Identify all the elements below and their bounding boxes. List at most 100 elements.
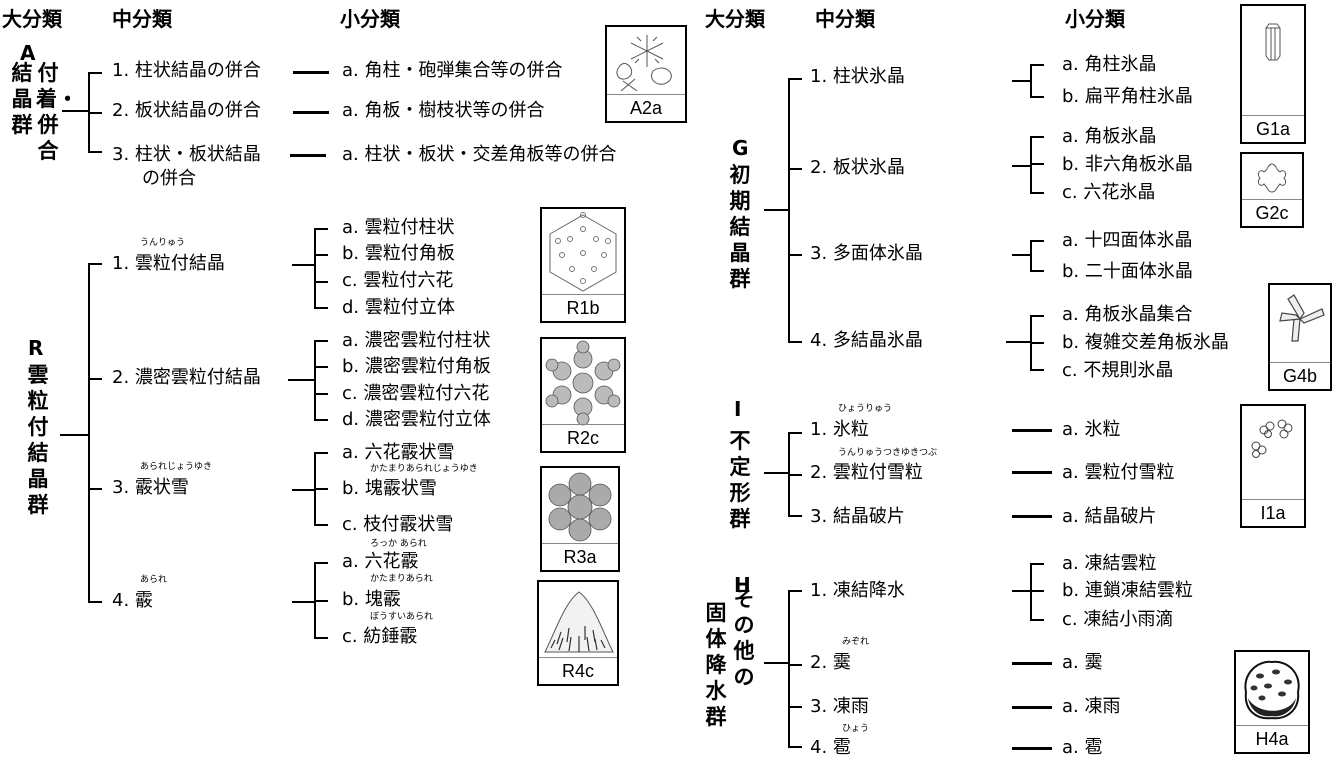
thumb-r4c-label: R4c	[539, 657, 617, 684]
r3-minor-a: a. 六花霰状雪	[342, 442, 455, 463]
r4-minor-c: c. 紡錘霰	[342, 626, 418, 647]
h-line-2	[1012, 662, 1052, 665]
group-a-middle-2: 2. 板状結晶の併合	[112, 100, 261, 121]
group-r-stem	[60, 434, 90, 436]
r1-tick	[314, 281, 328, 283]
group-i-tick-1	[788, 432, 802, 434]
group-r-tick-3	[88, 488, 102, 490]
thumb-r4c: R4c	[537, 580, 619, 686]
group-g-middle-3: 3. 多面体氷晶	[810, 243, 923, 264]
densely-rimed-dendrite-icon	[545, 340, 621, 426]
group-a-stem	[62, 110, 88, 112]
group-a-minor-3: a. 柱状・板状・交差角板等の併合	[342, 144, 617, 165]
r2-minor-b: b. 濃密雲粒付角板	[342, 356, 491, 377]
ruby-mizore: みぞれ	[842, 637, 870, 647]
r2-minor-a: a. 濃密雲粒付柱状	[342, 330, 491, 351]
r2-tick	[314, 393, 328, 395]
group-r-middle-2: 2. 濃密雲粒付結晶	[112, 367, 261, 388]
i-minor-2: a. 雲粒付雪粒	[1062, 462, 1175, 483]
i-minor-1: a. 氷粒	[1062, 419, 1121, 440]
h1-minor-b: b. 連鎖凍結雲粒	[1062, 580, 1193, 601]
group-r-middle-1: 1. 雲粒付結晶	[112, 253, 225, 274]
crossed-plates-icon	[1279, 294, 1325, 342]
graupel-like-dendrite-icon	[548, 472, 612, 542]
h1-tick	[1030, 563, 1044, 565]
header-minor-left: 小分類	[340, 7, 400, 31]
group-g-tick-1	[788, 78, 802, 80]
g4-minor-c: c. 不規則氷晶	[1062, 360, 1174, 381]
g2-minor-b: b. 非六角板氷晶	[1062, 154, 1193, 175]
r3-tick	[314, 488, 328, 490]
g1-tick	[1030, 96, 1044, 98]
thumb-r1b: R1b	[540, 207, 626, 323]
group-a-tick-1	[88, 72, 102, 74]
group-h-tick-2	[788, 664, 802, 666]
g1-minor-b: b. 扁平角柱氷晶	[1062, 86, 1193, 107]
g4-stem	[1006, 341, 1032, 343]
r4-minor-b: b. 塊霰	[342, 589, 401, 610]
r4-stem	[292, 601, 316, 603]
g4-minor-a: a. 角板氷晶集合	[1062, 304, 1193, 325]
group-r-name: 雲粒付結晶群	[27, 363, 49, 517]
group-h-tick-1	[788, 590, 802, 592]
group-r-tick-1	[88, 263, 102, 265]
rimed-plate-icon	[549, 212, 617, 292]
group-a-tick-2	[88, 112, 102, 114]
group-r-middle-3: 3. 霰状雪	[112, 477, 189, 498]
group-g-code: G	[732, 136, 749, 160]
group-h-name-1: 固体降水群	[705, 601, 727, 729]
g3-bracket	[1030, 240, 1032, 272]
h1-bracket	[1030, 563, 1032, 621]
hailstone-icon	[1244, 660, 1300, 720]
g3-stem	[1012, 254, 1032, 256]
g1-bracket	[1030, 64, 1032, 98]
cone-graupel-icon	[544, 591, 614, 653]
r4-minor-a: a. 六花霰	[342, 551, 419, 572]
g4-minor-b: b. 複雑交差角板氷晶	[1062, 332, 1229, 353]
h-line-4	[1012, 747, 1052, 750]
header-middle-left: 中分類	[112, 7, 172, 31]
g2-bracket	[1030, 136, 1032, 194]
header-minor-right: 小分類	[1065, 7, 1125, 31]
thumb-g2c-label: G2c	[1242, 199, 1302, 226]
group-a-minor-1: a. 角柱・砲弾集合等の併合	[342, 60, 563, 81]
thumb-r2c: R2c	[540, 337, 626, 453]
g1-stem	[1012, 80, 1032, 82]
r4-tick	[314, 600, 328, 602]
h1-stem	[1012, 590, 1032, 592]
group-a-line-1	[293, 71, 329, 74]
thumb-g2c: G2c	[1240, 152, 1304, 228]
thumb-r3a: R3a	[540, 466, 620, 572]
g4-tick	[1030, 342, 1044, 344]
group-h-name-2: その他の	[733, 587, 755, 689]
thumb-h4a: H4a	[1234, 650, 1310, 754]
thumb-i1a-label: I1a	[1242, 499, 1304, 526]
h1-minor-a: a. 凍結雲粒	[1062, 553, 1157, 574]
r2-tick	[314, 340, 328, 342]
r2-tick	[314, 419, 328, 421]
g2-tick	[1030, 163, 1044, 165]
r2-minor-c: c. 濃密雲粒付六花	[342, 383, 490, 404]
group-a-tick-3	[88, 151, 102, 153]
g3-minor-a: a. 十四面体氷晶	[1062, 230, 1193, 251]
thumb-r3a-label: R3a	[542, 543, 618, 570]
ruby-rokka-arare: ろっか あられ	[370, 539, 427, 549]
group-a-name-1: 結晶群	[11, 61, 33, 137]
g4-tick	[1030, 369, 1044, 371]
r3-stem	[292, 489, 316, 491]
g1-minor-a: a. 角柱氷晶	[1062, 54, 1157, 75]
r1-bracket	[314, 228, 316, 308]
g4-tick	[1030, 315, 1044, 317]
group-h-tick-4	[788, 746, 802, 748]
i-line-3	[1012, 515, 1052, 518]
group-g-name: 初期結晶群	[729, 163, 751, 291]
i-minor-3: a. 結晶破片	[1062, 506, 1157, 527]
g2-minor-c: c. 六花氷晶	[1062, 182, 1156, 203]
g3-minor-b: b. 二十面体氷晶	[1062, 261, 1193, 282]
r3-tick	[314, 452, 328, 454]
group-i-middle-2: 2. 雲粒付雪粒	[810, 462, 923, 483]
group-h-middle-1: 1. 凍結降水	[810, 580, 905, 601]
r2-tick	[314, 366, 328, 368]
r1-minor-d: d. 雲粒付立体	[342, 297, 455, 318]
group-i-tick-2	[788, 474, 802, 476]
